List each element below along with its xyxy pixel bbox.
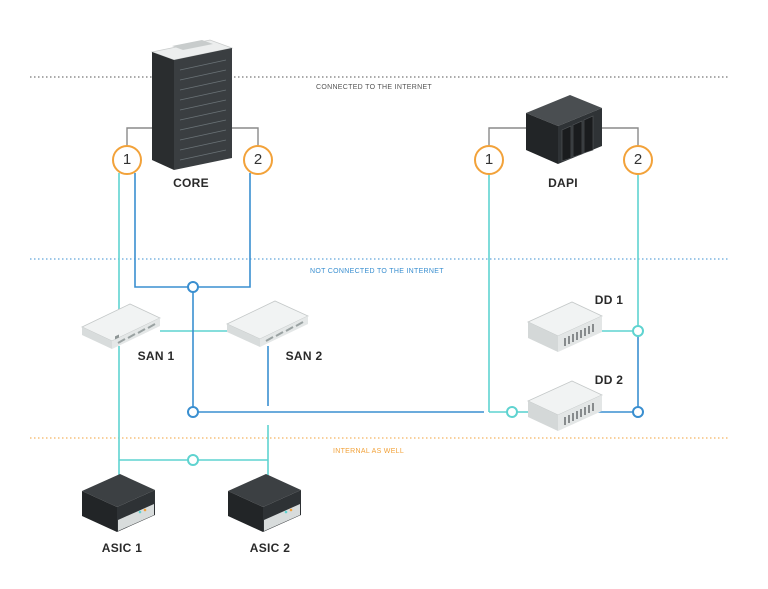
dapi-label: DAPI [548, 176, 578, 190]
core-port-1: 1 [122, 151, 132, 168]
network-switch-icon [226, 300, 309, 347]
dapi-port-1: 1 [484, 151, 494, 168]
internet-zone-label: CONNECTED TO THE INTERNET [316, 84, 433, 91]
server-rack-icon [150, 39, 234, 170]
core-label: CORE [173, 176, 209, 190]
junction-rings [187, 281, 644, 466]
asic-box-icon [228, 474, 301, 532]
asic-box-icon [82, 474, 155, 532]
network-switch-icon [81, 303, 161, 349]
core-port-brackets [126, 127, 259, 146]
offline-zone-label: NOT CONNECTED TO THE INTERNET [310, 268, 444, 275]
port-circles [112, 145, 653, 175]
asic1-label: ASIC 1 [101, 541, 143, 555]
asic2-label: ASIC 2 [249, 541, 291, 555]
san1-label: SAN 1 [137, 349, 175, 363]
blue-links [134, 173, 639, 413]
dd1-label: DD 1 [594, 293, 624, 307]
san2-label: SAN 2 [285, 349, 323, 363]
dapi-port-2: 2 [633, 151, 643, 168]
nas-box-icon [526, 95, 602, 164]
cyan-links [118, 173, 639, 486]
storage-appliance-icon [527, 380, 603, 431]
storage-appliance-icon [527, 301, 603, 352]
core-port-2: 2 [253, 151, 263, 168]
dd2-label: DD 2 [594, 373, 624, 387]
dapi-port-brackets [488, 127, 639, 146]
internal-zone-label: INTERNAL AS WELL [333, 448, 405, 455]
